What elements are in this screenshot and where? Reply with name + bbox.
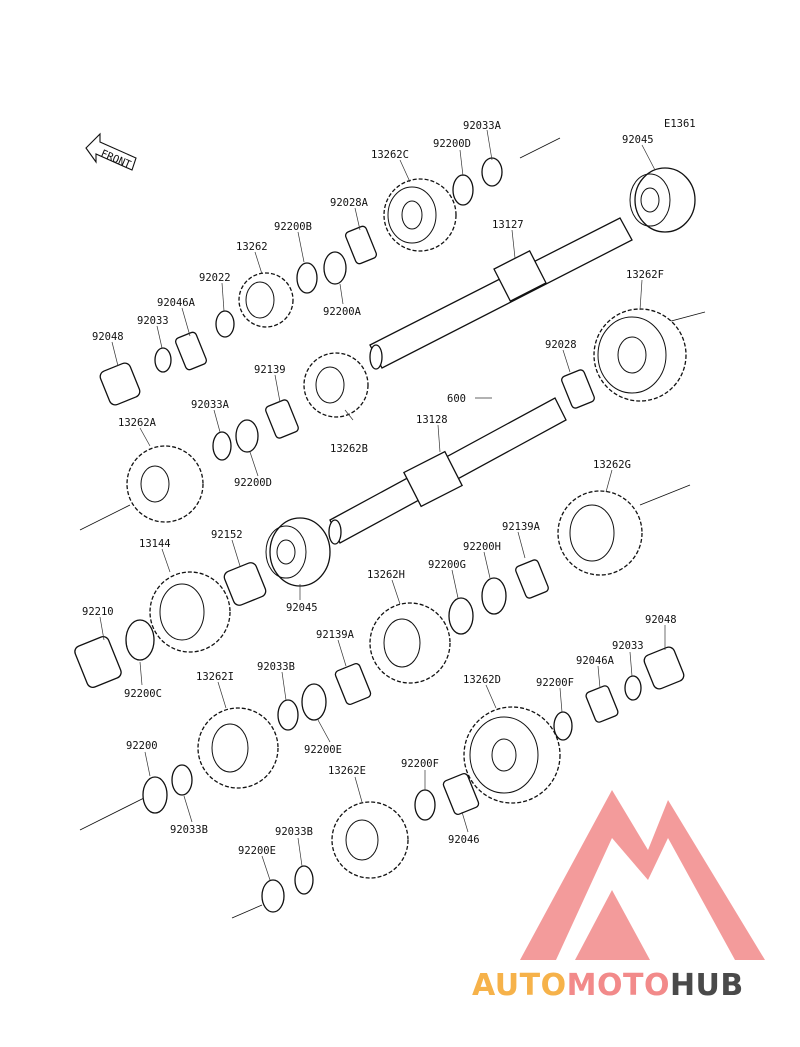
gear-13262D xyxy=(463,706,561,804)
label-92200F-right: 92200F xyxy=(536,677,574,689)
label-92046: 92046 xyxy=(448,834,480,846)
label-13262H: 13262H xyxy=(367,569,405,581)
watermark-hub: HUB xyxy=(670,968,744,1003)
logo-triangle xyxy=(520,790,765,960)
gear-13262C xyxy=(383,178,457,252)
label-92152: 92152 xyxy=(211,529,243,541)
label-92200D-top: 92200D xyxy=(433,138,471,150)
label-92046A-bot: 92046A xyxy=(576,655,615,667)
gear-13144 xyxy=(149,571,231,653)
label-92200D-mid: 92200D xyxy=(234,477,272,489)
label-92200G: 92200G xyxy=(428,559,466,571)
label-92200H: 92200H xyxy=(463,541,501,553)
label-92139A-right: 92139A xyxy=(502,521,541,533)
label-92200F-mid: 92200F xyxy=(401,758,439,770)
front-arrow-icon: FRONT xyxy=(85,132,137,171)
gear-13262B xyxy=(303,352,369,418)
bearing-92045-mid xyxy=(265,517,331,587)
label-13262E: 13262E xyxy=(328,765,366,777)
label-92033B-a: 92033B xyxy=(257,661,295,673)
label-92045-mid: 92045 xyxy=(286,602,318,614)
label-13262G: 13262G xyxy=(593,459,631,471)
label-13262C: 13262C xyxy=(371,149,409,161)
label-92048-bot: 92048 xyxy=(645,614,677,626)
label-92200B: 92200B xyxy=(274,221,312,233)
automotohub-logo xyxy=(520,790,765,960)
gear-13262H xyxy=(369,602,451,684)
label-92048-top: 92048 xyxy=(92,331,124,343)
label-13262A: 13262A xyxy=(118,417,157,429)
label-92210: 92210 xyxy=(82,606,114,618)
label-92033A-mid: 92033A xyxy=(191,399,230,411)
label-92200: 92200 xyxy=(126,740,158,752)
label-92200C: 92200C xyxy=(124,688,162,700)
label-92028A: 92028A xyxy=(330,197,369,209)
watermark-text: AUTOMOTOHUB xyxy=(472,968,744,1003)
gear-13262A xyxy=(126,445,204,523)
label-13128: 13128 xyxy=(416,414,448,426)
label-92200E-b: 92200E xyxy=(238,845,276,857)
label-92045-top: 92045 xyxy=(622,134,654,146)
label-92022: 92022 xyxy=(199,272,231,284)
label-92033B-c: 92033B xyxy=(275,826,313,838)
label-92139: 92139 xyxy=(254,364,286,376)
label-92046A-top: 92046A xyxy=(157,297,196,309)
label-92139A-mid: 92139A xyxy=(316,629,355,641)
label-92028: 92028 xyxy=(545,339,577,351)
label-92033A-top: 92033A xyxy=(463,120,502,132)
label-92200A: 92200A xyxy=(323,306,362,318)
label-13127: 13127 xyxy=(492,219,524,231)
gear-13262E xyxy=(331,801,409,879)
gear-13262I xyxy=(197,707,279,789)
label-13262: 13262 xyxy=(236,241,268,253)
label-13144: 13144 xyxy=(139,538,171,550)
label-92033-bot: 92033 xyxy=(612,640,644,652)
part-labels: 92033A 92200D 13262C 92045 92028A 92200B… xyxy=(82,120,677,857)
label-92033-top: 92033 xyxy=(137,315,169,327)
label-13262F: 13262F xyxy=(626,269,664,281)
label-92033B-b: 92033B xyxy=(170,824,208,836)
label-92200E-a: 92200E xyxy=(304,744,342,756)
shaft-13127 xyxy=(369,217,633,370)
logo-triangle-inner xyxy=(575,890,650,960)
label-13262I: 13262I xyxy=(196,671,234,683)
label-13262D: 13262D xyxy=(463,674,501,686)
watermark-auto: AUTO xyxy=(472,968,567,1003)
watermark-moto: MOTO xyxy=(567,968,670,1003)
label-13262B: 13262B xyxy=(330,443,368,455)
diagram-code: E1361 xyxy=(664,118,696,130)
leader-lines xyxy=(99,129,666,881)
needle-bearings xyxy=(74,225,685,816)
label-600: 600 xyxy=(447,393,466,405)
shaft-13128 xyxy=(328,397,567,545)
gear-13262 xyxy=(238,272,294,328)
gear-13262G xyxy=(557,490,643,576)
washers-circlips xyxy=(125,157,642,913)
gear-13262F xyxy=(593,308,687,402)
bearing-92045-top xyxy=(629,167,696,233)
